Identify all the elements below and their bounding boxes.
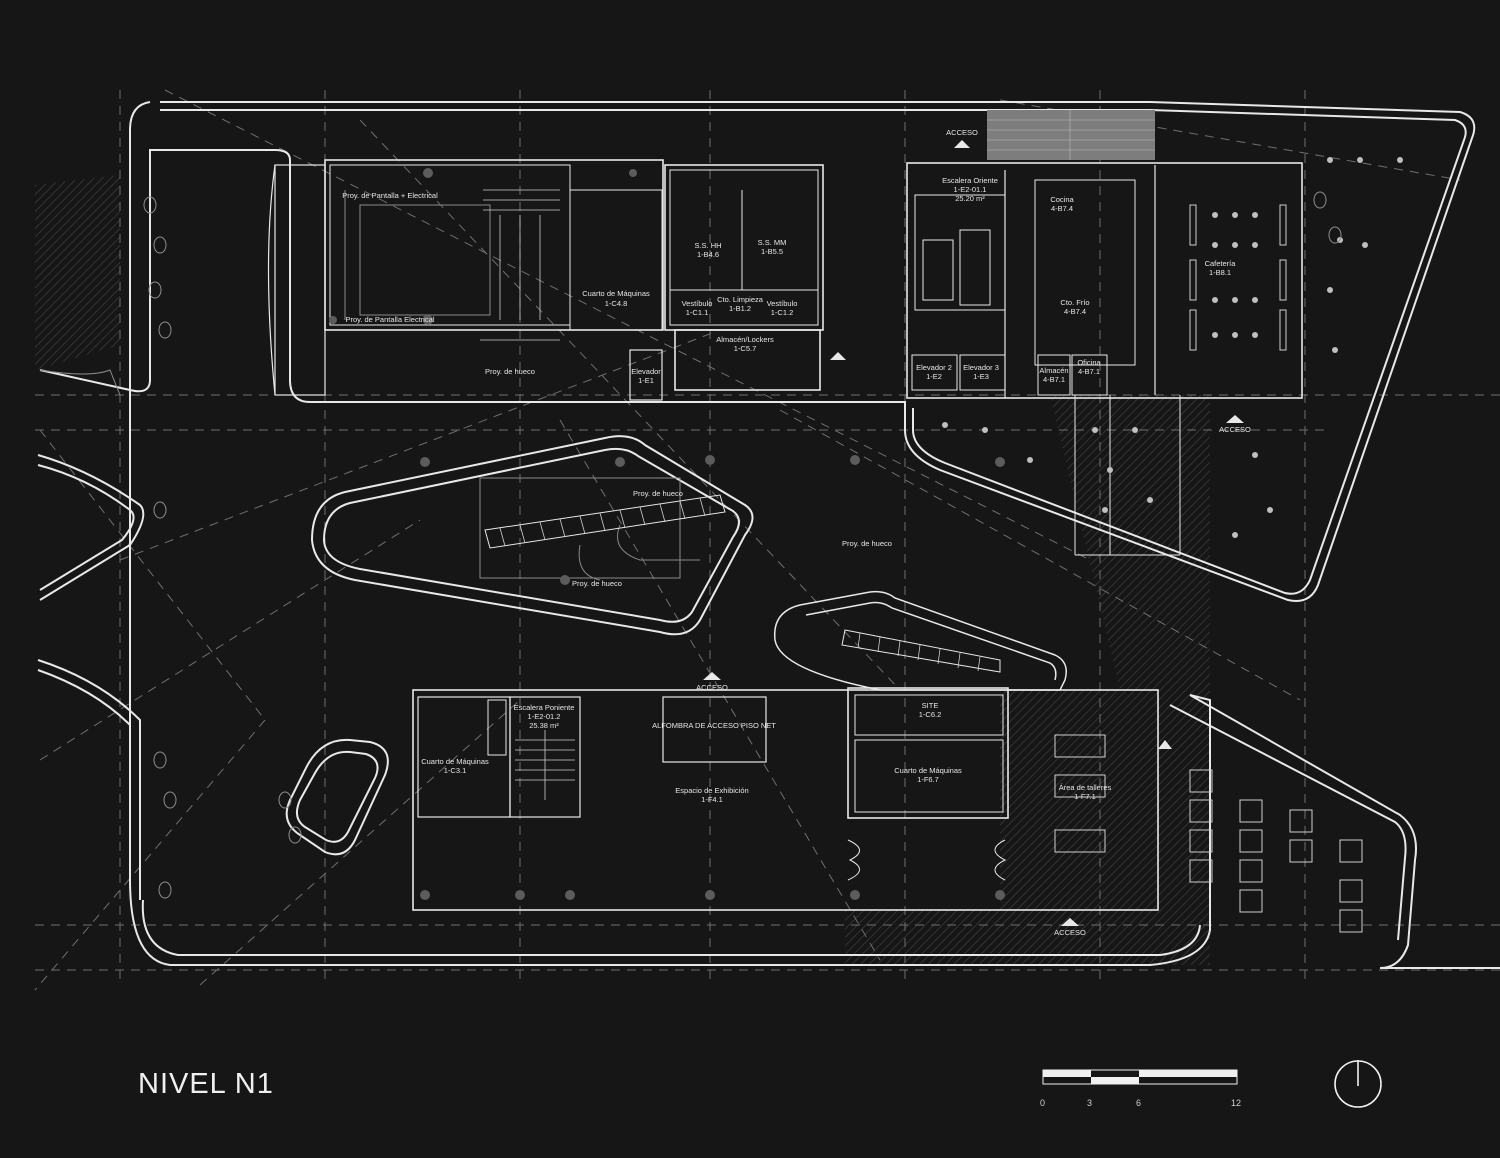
room-label-ss-h: S.S. HH — [694, 241, 721, 250]
room-labels: Proy. de Pantalla + Electrical Proy. de … — [342, 128, 1251, 937]
room-label-stairs-west: Escalera Poniente — [514, 703, 575, 712]
room-code-ss-h: 1-B4.6 — [697, 250, 719, 259]
room-label-ss-m: S.S. MM — [758, 238, 787, 247]
room-code-cafe: 1-B8.1 — [1209, 268, 1231, 277]
room-label-workshop: Área de talleres — [1059, 783, 1112, 792]
scale-tick-0: 0 — [1040, 1098, 1046, 1108]
room-code-lockers: 1-C5.7 — [734, 344, 757, 353]
void-label-1: Proy. de hueco — [485, 367, 535, 376]
room-code-machines-c: 1-F6.7 — [917, 775, 939, 784]
north-east-block — [906, 110, 1403, 556]
room-code-office: 4-B7.1 — [1078, 367, 1100, 376]
room-code-stairs-west: 1-E2-01.2 — [528, 712, 561, 721]
room-label-cold: Cto. Frío — [1060, 298, 1089, 307]
access-label-4: ACCESO — [946, 128, 978, 137]
room-code-kitchen: 4-B7.4 — [1051, 204, 1073, 213]
scale-bar — [1042, 1069, 1238, 1085]
plan-title: NIVEL N1 — [138, 1068, 274, 1100]
room-code-storage: 4-B7.1 — [1043, 375, 1065, 384]
room-label-auditorium: Proy. de Pantalla + Electrical — [342, 191, 438, 200]
room-label-elevator-3: Elevador 3 — [963, 363, 999, 372]
room-label-elevator-2: Elevador 2 — [916, 363, 952, 372]
room-code-clean: 1-B1.2 — [729, 304, 751, 313]
room-label-machines-a: Cuarto de Máquinas — [582, 289, 650, 298]
room-label-site: SITE — [922, 701, 939, 710]
room-code-elevator-3: 1-E3 — [973, 372, 989, 381]
room-label-vest-b: Vestíbulo — [767, 299, 798, 308]
scale-tick-6: 6 — [1136, 1098, 1142, 1108]
access-label-1: ACCESO — [696, 683, 728, 692]
escalators — [484, 494, 1001, 673]
scale-tick-12: 12 — [1231, 1098, 1242, 1108]
access-label-2: ACCESO — [1054, 928, 1086, 937]
room-code-machines-b: 1-C3.1 — [444, 766, 467, 775]
room-code-cold: 4-B7.4 — [1064, 307, 1086, 316]
room-code-vest-a: 1-C1.1 — [686, 308, 709, 317]
room-code-exhibit: 1-F4.1 — [701, 795, 723, 804]
room-code-ss-m: 1-B5.5 — [761, 247, 783, 256]
room-code-workshop: 1-F7.1 — [1074, 792, 1096, 801]
room-code-elevator-1: 1-E1 — [638, 376, 654, 385]
void-label-2: Proy. de hueco — [633, 489, 683, 498]
void-label-4: Proy. de hueco — [572, 579, 622, 588]
room-label-storage: Almacén — [1039, 366, 1068, 375]
room-area-stairs-west: 25.38 m² — [529, 721, 559, 730]
void-label-3: Proy. de hueco — [842, 539, 892, 548]
room-label-auditorium-name: Proy. de Pantalla Electrical — [345, 315, 434, 324]
north-arrow-icon — [1334, 1060, 1382, 1108]
building-outline — [37, 101, 1500, 969]
room-label-stairs-east: Escalera Oriente — [942, 176, 998, 185]
room-label-kitchen: Cocina — [1050, 195, 1074, 204]
room-label-vest-a: Vestíbulo — [682, 299, 713, 308]
south-block — [412, 687, 1363, 933]
room-code-elevator-2: 1-E2 — [926, 372, 942, 381]
room-label-elevator-1: Elevador — [631, 367, 661, 376]
access-label-3: ACCESO — [1219, 425, 1251, 434]
room-code-machines-a: 1-C4.8 — [605, 299, 628, 308]
room-label-lockers: Almacén/Lockers — [716, 335, 774, 344]
room-code-site: 1-C6.2 — [919, 710, 942, 719]
north-west-block — [267, 159, 1005, 900]
room-label-machines-b: Cuarto de Máquinas — [421, 757, 489, 766]
room-label-cafe: Cafetería — [1205, 259, 1237, 268]
room-area-stairs-east: 25.20 m² — [955, 194, 985, 203]
access-markers — [703, 140, 1244, 926]
room-code-vest-b: 1-C1.2 — [771, 308, 794, 317]
room-label-lobby: ALFOMBRA DE ACCESO PISO NET — [652, 721, 776, 730]
room-code-stairs-east: 1-E2-01.1 — [954, 185, 987, 194]
room-label-office: Oficina — [1077, 358, 1101, 367]
trees — [143, 191, 1342, 899]
scale-tick-3: 3 — [1087, 1098, 1093, 1108]
room-label-machines-c: Cuarto de Máquinas — [894, 766, 962, 775]
room-label-exhibit: Espacio de Exhibición — [675, 786, 748, 795]
room-label-clean: Cto. Limpieza — [717, 295, 764, 304]
